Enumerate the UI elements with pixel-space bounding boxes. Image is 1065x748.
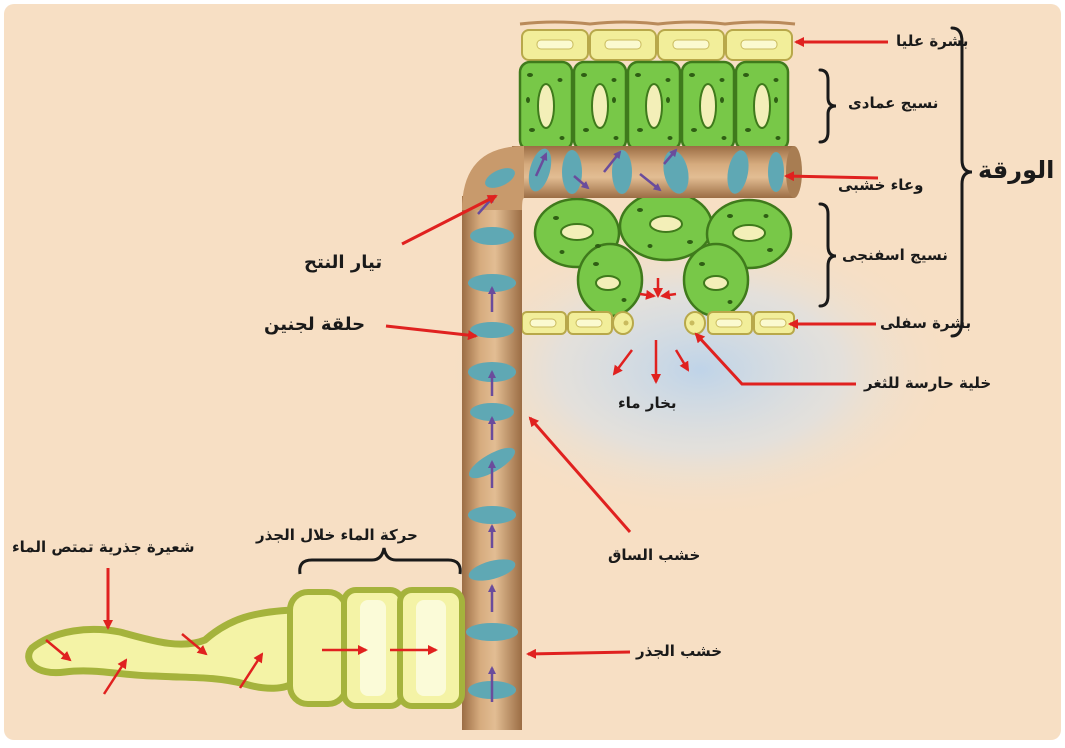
label-palisade: نسيج عمادى	[848, 94, 938, 112]
label-upper-epidermis: بشرة عليا	[896, 32, 968, 50]
label-root-water-movement: حركة الماء خلال الجذر	[256, 526, 418, 544]
label-lignin-ring: حلقة لجنين	[264, 314, 365, 335]
label-leaf: الورقة	[978, 156, 1054, 184]
label-stem-xylem: خشب الساق	[608, 546, 700, 564]
guard-cell	[685, 312, 705, 334]
label-spongy: نسيج اسفنجى	[842, 246, 948, 264]
label-root-hair: شعيرة جذرية تمتص الماء	[12, 538, 194, 556]
label-lower-epidermis: بشرة سفلى	[880, 314, 971, 332]
label-transpiration-stream: تيار النتح	[304, 252, 382, 273]
root-cell	[290, 592, 346, 704]
palisade-layer	[520, 62, 788, 150]
leaf-vein-horizontal	[512, 146, 794, 198]
guard-cell	[613, 312, 633, 334]
label-root-xylem: خشب الجذر	[636, 642, 722, 660]
label-water-vapor: بخار ماء	[618, 394, 677, 412]
label-guard-cell: خلية حارسة للثغر	[864, 374, 991, 392]
pointer-root-xylem	[528, 652, 630, 654]
label-xylem-vessel: وعاء خشبى	[838, 176, 923, 194]
